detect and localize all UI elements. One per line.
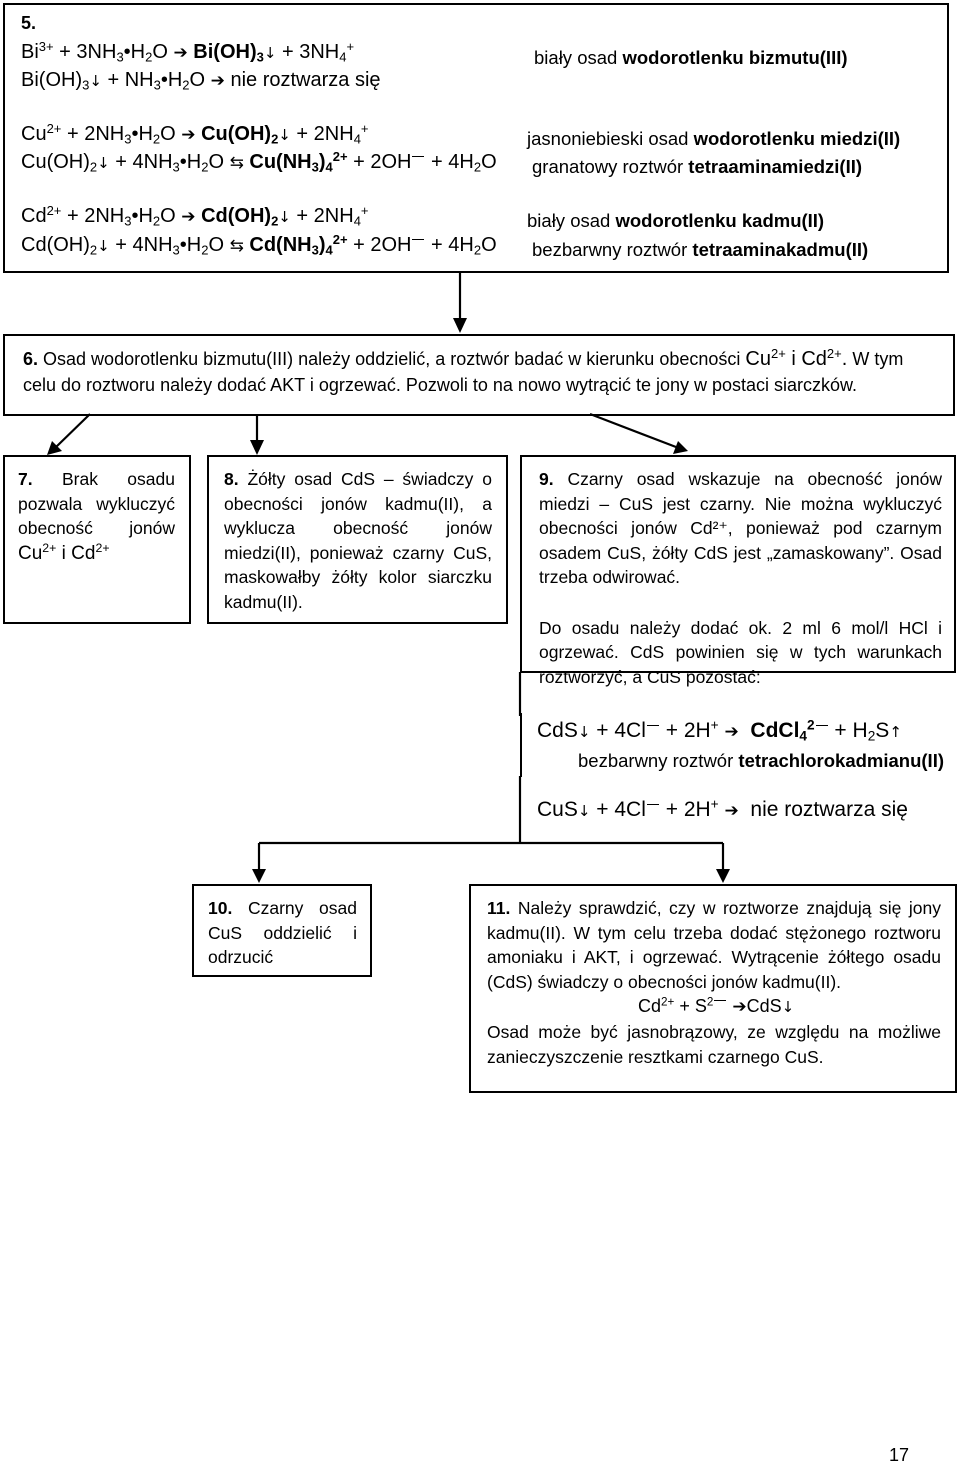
- page-number: 17: [889, 1445, 910, 1465]
- step11-text1: 11. Należy sprawdzić, czy w roztworze zn…: [487, 898, 941, 992]
- step6-ions: Cu2+ i Cd2+.: [745, 345, 848, 370]
- step9-text2: Do osadu należy dodać ok. 2 ml 6 mol/l H…: [539, 617, 942, 687]
- step8-text: 8. Żółty osad CdS – świadczy o obecności…: [224, 469, 492, 612]
- step10-box: 10. Czarny osad CuS oddzielić i odrzucić: [192, 884, 372, 977]
- step5-number: 5.: [21, 13, 37, 33]
- step5-eq6: Cd(OH)2↓ + 4NH3•H2O ⇆ Cd(NH3)42+ + 2OH +…: [21, 231, 497, 258]
- step5-box: 5. Bi3+ + 3NH3•H2O ➔ Bi(OH)3↓ + 3NH4+ bi…: [3, 3, 949, 273]
- step11-text2: Osad może być jasnobrązowy, ze względu n…: [487, 1022, 941, 1067]
- cds-dissolution-note: bezbarwny roztwór tetrachlorokadmianu(II…: [578, 750, 944, 771]
- equation-bar: [520, 713, 522, 777]
- step5-eq4: Cu(OH)2↓ + 4NH3•H2O ⇆ Cu(NH3)42+ + 2OH +…: [21, 148, 497, 175]
- step5-eq5: Cd2+ + 2NH3•H2O ➔ Cd(OH)2↓ + 2NH4+: [21, 202, 369, 229]
- step6-box: 6. Osad wodorotlenku bizmutu(III) należy…: [3, 334, 955, 416]
- step5-eq4-desc: granatowy roztwór tetraaminamiedzi(II): [532, 156, 863, 177]
- cds-dissolution-eq: CdS↓ + 4Cl + 2H+ ➔ CdCl42 + H2S↑: [537, 717, 902, 744]
- step7-text: 7. Brak osadu pozwala wykluczyć obecność…: [18, 469, 175, 564]
- step7-box: 7. Brak osadu pozwala wykluczyć obecność…: [3, 455, 191, 624]
- step5-eq6-desc: bezbarwny roztwór tetraaminakadmu(II): [532, 239, 869, 260]
- step11-eq: Cd2+ + S2 ➔CdS↓: [638, 995, 795, 1017]
- step8-box: 8. Żółty osad CdS – świadczy o obecności…: [207, 455, 508, 624]
- step5-eq3-desc: jasnoniebieski osad wodorotlenku miedzi(…: [527, 128, 901, 149]
- step5-eq3: Cu2+ + 2NH3•H2O ➔ Cu(OH)2↓ + 2NH4+: [21, 120, 369, 147]
- step9-box: 9. Czarny osad wskazuje na obecność jonó…: [520, 455, 956, 687]
- step10-text: 10. Czarny osad CuS oddzielić i odrzucić: [208, 898, 357, 967]
- step5-eq5-desc: biały osad wodorotlenku kadmu(II): [527, 210, 825, 231]
- step6-text: 6. Osad wodorotlenku bizmutu(III) należy…: [23, 345, 904, 395]
- cus-eq: CuS↓ + 4Cl + 2H+ ➔ nie roztwarza się: [537, 796, 908, 821]
- step9-text1: 9. Czarny osad wskazuje na obecność jonó…: [539, 469, 942, 587]
- step5-eq1-desc: biały osad wodorotlenku bizmutu(III): [534, 47, 848, 68]
- step5-eq2: Bi(OH)3↓ + NH3•H2O ➔ nie roztwarza się: [21, 69, 381, 93]
- step5-eq1: Bi3+ + 3NH3•H2O ➔ Bi(OH)3↓ + 3NH4+: [21, 38, 355, 65]
- step11-box: 11. Należy sprawdzić, czy w roztworze zn…: [469, 884, 957, 1093]
